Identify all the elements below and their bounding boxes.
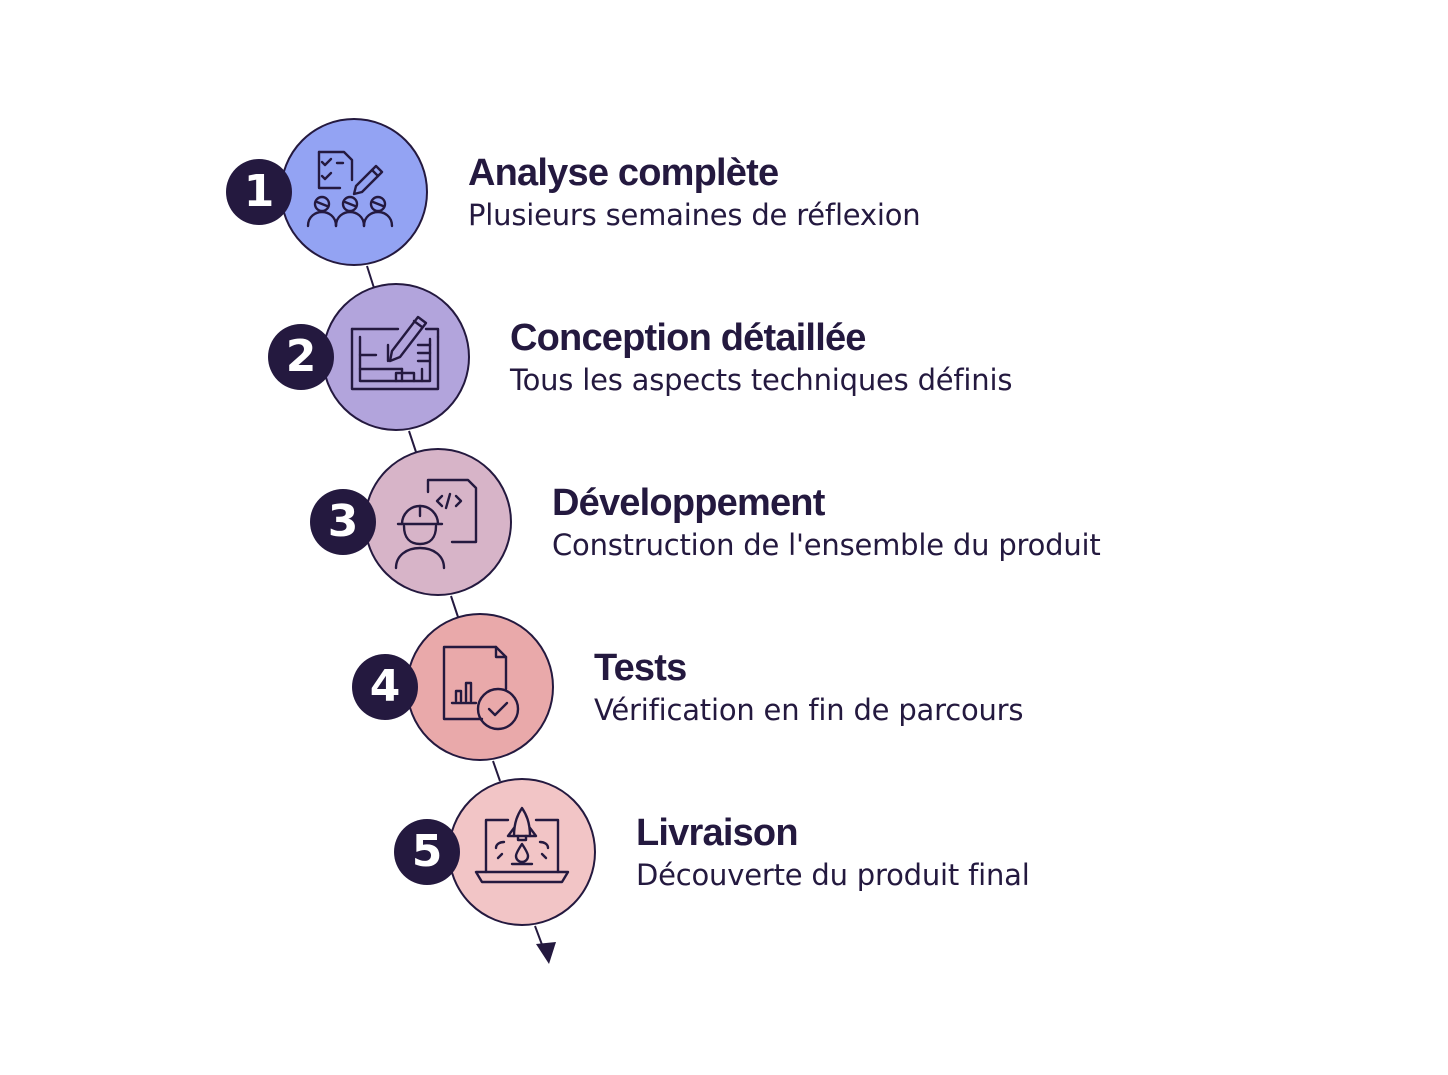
step-1-title: Analyse complète (468, 152, 779, 194)
step-4-number-badge: 4 (352, 654, 418, 720)
step-1-number-badge: 1 (226, 159, 292, 225)
step-3-circle (364, 448, 512, 596)
step-1: 1 Analyse complète Plusieurs semaines de… (226, 118, 1280, 278)
step-2-number-badge: 2 (268, 324, 334, 390)
step-3-description: Construction de l'ensemble du produit (552, 528, 1101, 562)
step-2-text: Conception détaillée Tous les aspects te… (510, 317, 1012, 401)
rocket-launch-laptop-icon (474, 806, 570, 884)
step-3: 3 Développement Construction de l'ensemb… (310, 448, 1364, 608)
blueprint-design-icon (350, 315, 440, 391)
step-1-description: Plusieurs semaines de réflexion (468, 198, 921, 232)
step-4-title: Tests (594, 647, 687, 689)
developer-code-icon (394, 478, 478, 570)
team-planning-icon (306, 150, 394, 228)
step-5-title: Livraison (636, 812, 799, 854)
step-5: 5 Livraison Découverte du produit final (394, 778, 1448, 938)
step-5-description: Découverte du produit final (636, 858, 1030, 892)
step-4-text: Tests Vérification en fin de parcours (594, 647, 1023, 731)
step-5-number-badge: 5 (394, 819, 460, 885)
step-2-circle (322, 283, 470, 431)
step-3-number-badge: 3 (310, 489, 376, 555)
step-2-title: Conception détaillée (510, 317, 866, 359)
timeline-arrowhead (536, 942, 556, 964)
step-4-description: Vérification en fin de parcours (594, 693, 1024, 727)
step-4: 4 Tests Vérification en fin de parcours (352, 613, 1406, 773)
step-3-text: Développement Construction de l'ensemble… (552, 482, 1101, 566)
step-4-circle (406, 613, 554, 761)
step-1-circle (280, 118, 428, 266)
step-2: 2 Conception détaillée Tous les aspects … (268, 283, 1322, 443)
step-5-circle (448, 778, 596, 926)
step-1-text: Analyse complète Plusieurs semaines de r… (468, 152, 921, 236)
step-3-title: Développement (552, 482, 825, 524)
step-2-description: Tous les aspects techniques définis (510, 363, 1013, 397)
step-5-text: Livraison Découverte du produit final (636, 812, 1030, 896)
report-check-icon (442, 645, 520, 731)
